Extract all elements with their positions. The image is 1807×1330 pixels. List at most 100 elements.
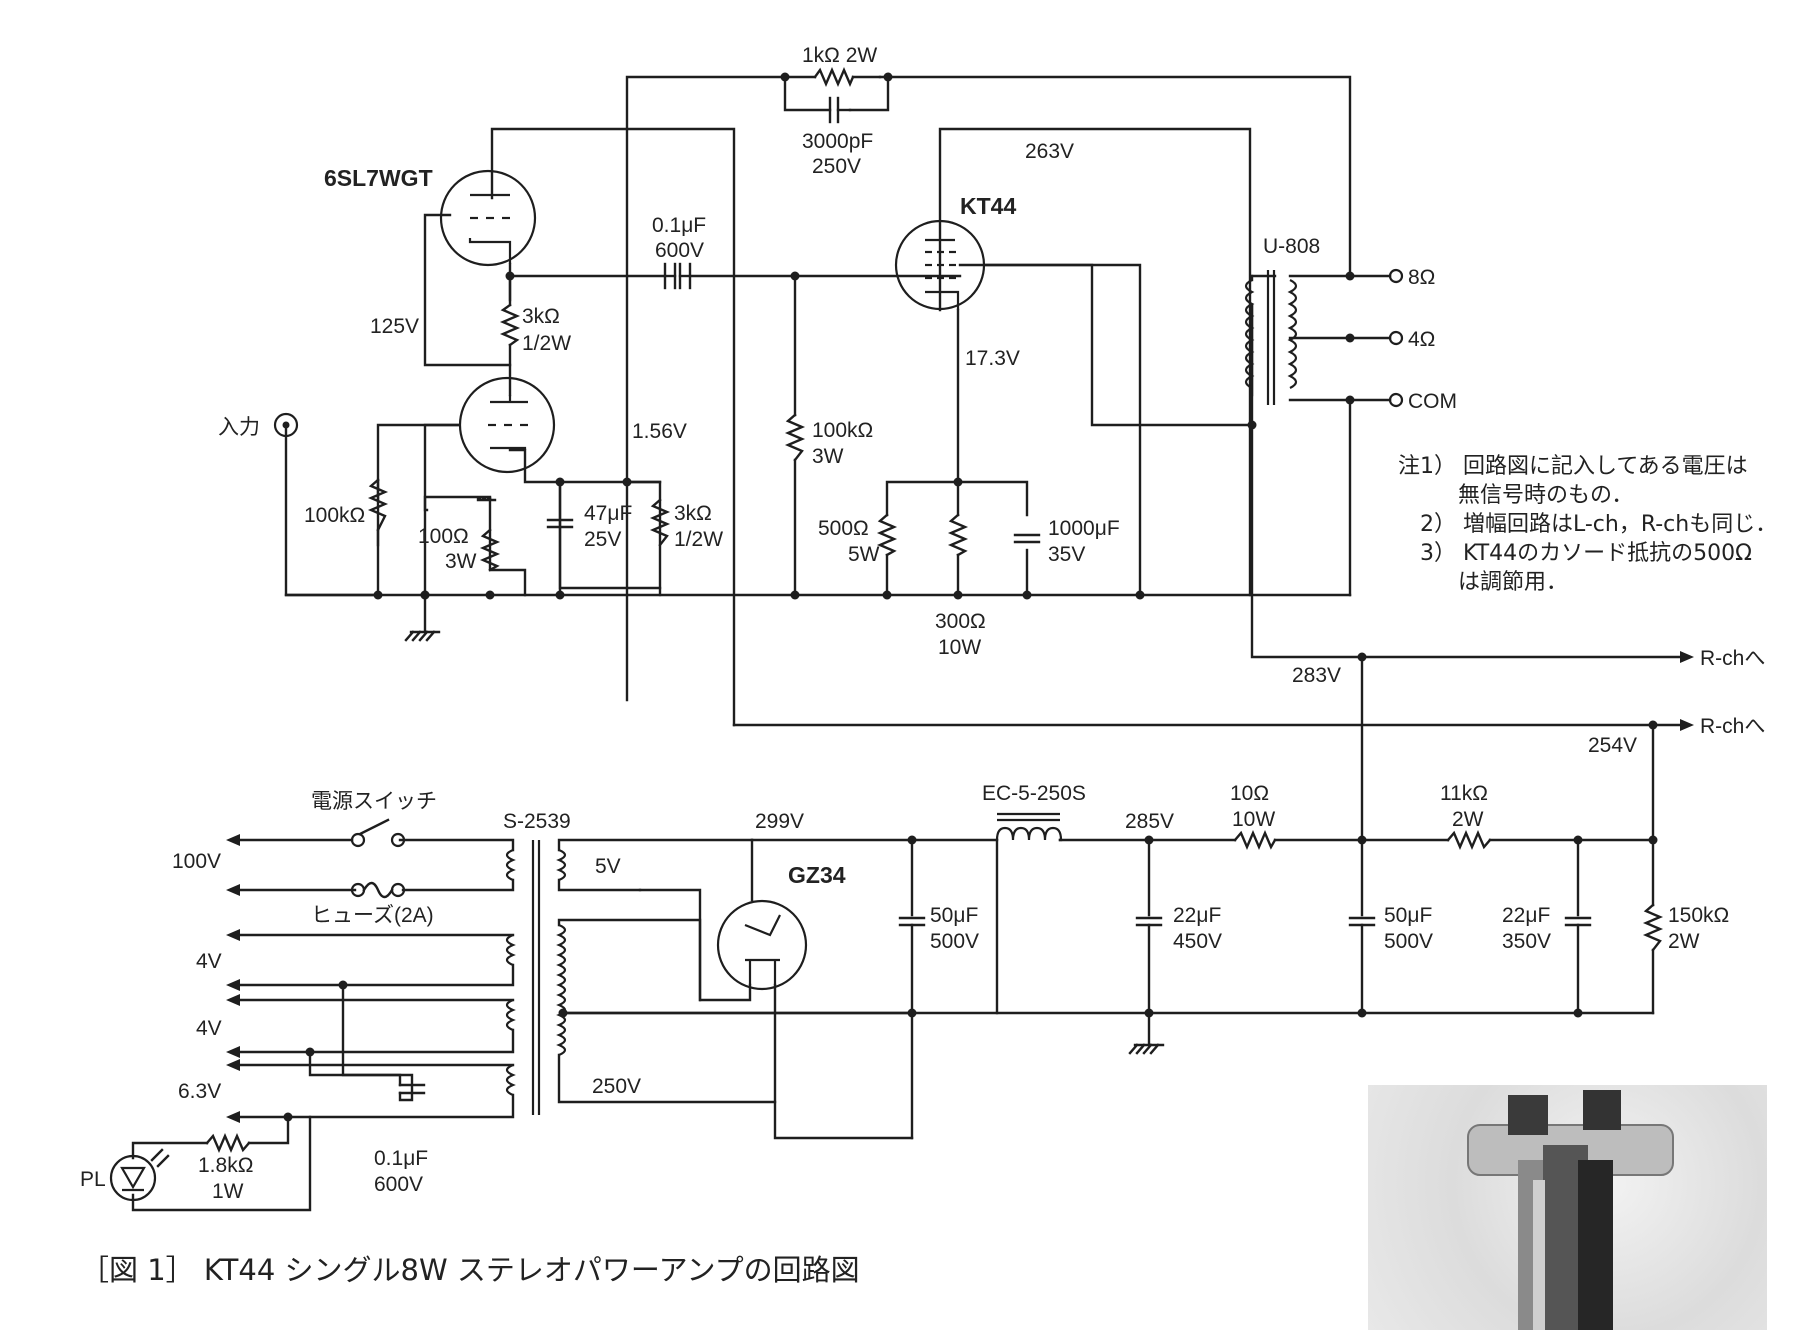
- note-3: 3） KT44のカソード抵抗の500Ω: [1420, 541, 1752, 566]
- voltage-299: 299V: [755, 810, 804, 833]
- r-k500-watt: 5W: [848, 543, 880, 566]
- tube-gz34: [716, 899, 808, 991]
- r150k-value: 150kΩ: [1668, 904, 1729, 927]
- voltage-labels: 263V 125V 1.56V 17.3V 283V 254V 299V 285…: [172, 140, 1637, 1103]
- fb-c-voltage: 250V: [812, 155, 861, 178]
- tube-6sl7-lower: [458, 376, 556, 474]
- r-k2-watt: 1/2W: [674, 528, 723, 551]
- vr-in-label: 100kΩ: [304, 504, 365, 527]
- c3-voltage: 500V: [1384, 930, 1433, 953]
- voltage-4v-a: 4V: [196, 950, 222, 973]
- c1-value: 50μF: [930, 904, 978, 927]
- r-plate-value: 3kΩ: [522, 305, 560, 328]
- c-heater-voltage: 600V: [374, 1173, 423, 1196]
- coup-c-voltage: 600V: [655, 239, 704, 262]
- fb-r-label: 1kΩ 2W: [802, 44, 877, 67]
- c-k-value: 1000μF: [1048, 517, 1120, 540]
- c3-value: 50μF: [1384, 904, 1432, 927]
- power-supply-wiring: [109, 812, 1655, 1212]
- r-k300-watt: 10W: [938, 636, 981, 659]
- c4-value: 22μF: [1502, 904, 1550, 927]
- voltage-mains: 100V: [172, 850, 221, 873]
- note-1-cont: 無信号時のもの．: [1458, 483, 1634, 508]
- r-grid-value: 100kΩ: [812, 419, 873, 442]
- c-k1-value: 47μF: [584, 502, 632, 525]
- tube-6sl7-upper: [439, 169, 537, 267]
- c4-voltage: 350V: [1502, 930, 1551, 953]
- r-k1-value: 100Ω: [418, 525, 469, 548]
- power-switch-label: 電源スイッチ: [311, 790, 437, 813]
- pl-label: PL: [80, 1168, 106, 1191]
- figure-caption: ［図 1］ KT44 シングル8W ステレオパワーアンプの回路図: [80, 1253, 860, 1287]
- voltage-63: 6.3V: [178, 1080, 221, 1103]
- tube-kt44: [894, 219, 986, 311]
- transformer-labels: U-808 S-2539 EC-5-250S: [503, 235, 1320, 833]
- r-plate-watt: 1/2W: [522, 332, 571, 355]
- rch-label-2: R-chへ: [1700, 715, 1765, 738]
- c-heater-value: 0.1μF: [374, 1147, 428, 1170]
- coup-c-value: 0.1μF: [652, 214, 706, 237]
- tap-4ohm: 4Ω: [1408, 328, 1435, 351]
- r-pl-value: 1.8kΩ: [198, 1154, 253, 1177]
- voltage-285: 285V: [1125, 810, 1174, 833]
- r10-watt: 10W: [1232, 808, 1275, 831]
- tube-label-gz34: GZ34: [788, 862, 846, 888]
- r-k300-value: 300Ω: [935, 610, 986, 633]
- input-label: 入力: [218, 416, 260, 439]
- ps-junctions: [283, 835, 1658, 1122]
- r10-value: 10Ω: [1230, 782, 1269, 805]
- c-k1-voltage: 25V: [584, 528, 621, 551]
- power-transformer-label: S-2539: [503, 810, 571, 833]
- junctions: [373, 72, 1658, 730]
- rch-arrows: [1680, 651, 1694, 731]
- tube-photo-image: [1467, 1090, 1674, 1330]
- rch-labels: R-chへ R-chへ: [1700, 647, 1765, 738]
- r-pl-watt: 1W: [212, 1180, 244, 1203]
- voltage-156: 1.56V: [632, 420, 687, 443]
- power-labels: 電源スイッチ ヒューズ(2A): [311, 790, 437, 927]
- fb-c-value: 3000pF: [802, 130, 873, 153]
- voltage-283: 283V: [1292, 664, 1341, 687]
- component-labels: 1kΩ 2W 3000pF 250V 0.1μF 600V 3kΩ 1/2W 1…: [80, 44, 1729, 1203]
- output-tap-labels: 8Ω 4Ω COM: [1408, 266, 1457, 413]
- voltage-5v: 5V: [595, 855, 621, 878]
- amp-wiring: [284, 75, 1682, 842]
- voltage-263: 263V: [1025, 140, 1074, 163]
- tube-label-kt44: KT44: [960, 193, 1016, 219]
- input-jack: [273, 412, 299, 438]
- ground-symbols: [404, 593, 1165, 1055]
- tube-labels: 6SL7WGT KT44 GZ34: [324, 165, 1016, 888]
- tube-label-6sl7: 6SL7WGT: [324, 165, 433, 191]
- note-2: 2） 増幅回路はL-ch，R-chも同じ．: [1420, 512, 1778, 537]
- rch-label-1: R-chへ: [1700, 647, 1765, 670]
- r-grid-watt: 3W: [812, 445, 844, 468]
- note-3-cont: は調節用．: [1458, 570, 1569, 595]
- c1-voltage: 500V: [930, 930, 979, 953]
- c-k-voltage: 35V: [1048, 543, 1085, 566]
- r-k1-watt: 3W: [445, 550, 477, 573]
- resistors: [205, 66, 1664, 1154]
- c2-voltage: 450V: [1173, 930, 1222, 953]
- voltage-250v: 250V: [592, 1075, 641, 1098]
- voltage-125: 125V: [370, 315, 419, 338]
- tap-com: COM: [1408, 390, 1457, 413]
- r-k2-value: 3kΩ: [674, 502, 712, 525]
- voltage-173: 17.3V: [965, 347, 1020, 370]
- r11k-watt: 2W: [1452, 808, 1484, 831]
- output-transformer-label: U-808: [1263, 235, 1320, 258]
- r-k500-value: 500Ω: [818, 517, 869, 540]
- r11k-value: 11kΩ: [1440, 782, 1488, 805]
- output-transformer: [1244, 268, 1404, 408]
- voltage-254: 254V: [1588, 734, 1637, 757]
- c2-value: 22μF: [1173, 904, 1221, 927]
- notes: 注1） 回路図に記入してある電圧は 無信号時のもの． 2） 増幅回路はL-ch，…: [1398, 452, 1777, 597]
- tube-photo: [1368, 1085, 1767, 1330]
- tap-8ohm: 8Ω: [1408, 266, 1435, 289]
- r150k-watt: 2W: [1668, 930, 1700, 953]
- note-1: 注1） 回路図に記入してある電圧は: [1398, 454, 1748, 479]
- mains-arrows: [226, 834, 240, 1123]
- choke-label: EC-5-250S: [982, 782, 1086, 805]
- voltage-4v-b: 4V: [196, 1017, 222, 1040]
- fuse-label: ヒューズ(2A): [311, 904, 434, 927]
